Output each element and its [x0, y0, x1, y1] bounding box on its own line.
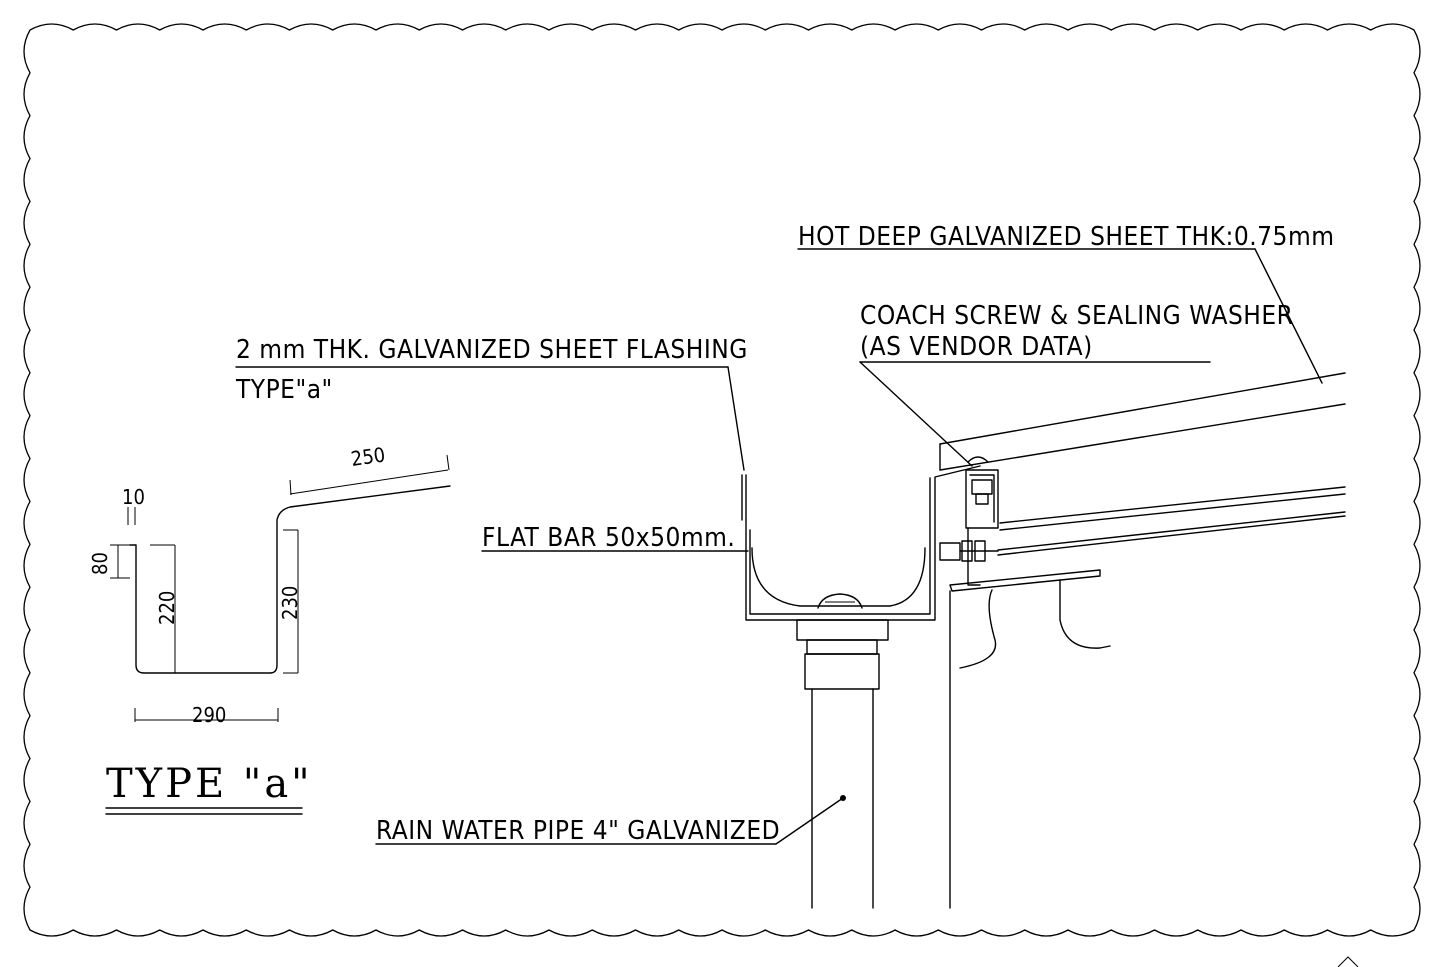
corner-mark: [1337, 956, 1359, 967]
gutter-section: [741, 372, 1346, 909]
revision-cloud-border: [23, 23, 1421, 937]
detail-title: TYPE "a": [106, 761, 313, 807]
dim-230: 230: [278, 586, 302, 620]
gutter-profile-sketch: [110, 454, 451, 722]
label-vendor-data: (AS VENDOR DATA): [860, 332, 1093, 362]
dim-250: 250: [349, 442, 386, 471]
label-flat-bar: FLAT BAR 50x50mm.: [482, 523, 735, 553]
label-pipe: RAIN WATER PIPE 4" GALVANIZED: [376, 816, 780, 846]
label-type-ref: TYPE"a": [235, 375, 333, 405]
dim-10: 10: [122, 485, 145, 509]
dim-220: 220: [155, 591, 179, 625]
leader-lines: [235, 248, 1323, 845]
label-hot-sheet: HOT DEEP GALVANIZED SHEET THK:0.75mm: [798, 222, 1335, 252]
label-flashing: 2 mm THK. GALVANIZED SHEET FLASHING: [236, 335, 748, 365]
dim-290: 290: [192, 703, 226, 727]
label-coach-screw: COACH SCREW & SEALING WASHER: [860, 301, 1293, 331]
dim-80: 80: [88, 552, 112, 575]
